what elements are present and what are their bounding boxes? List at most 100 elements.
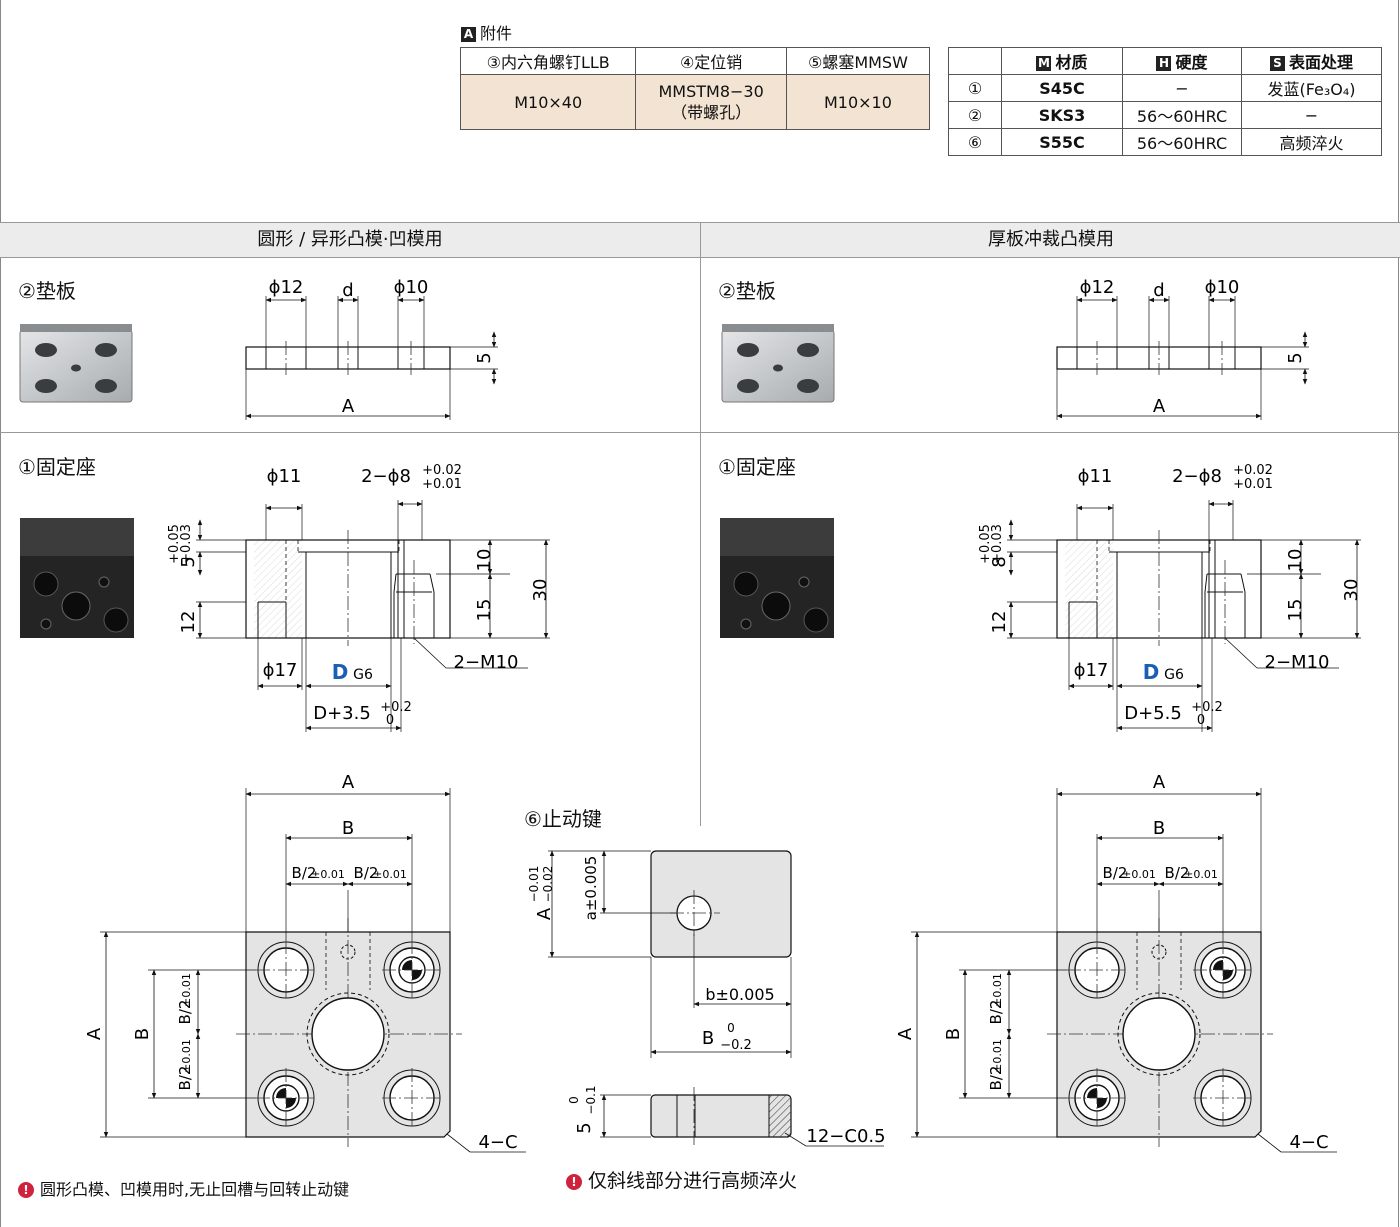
key-top-view bbox=[650, 850, 792, 958]
acc-header-screw: ③内六角螺钉LLB bbox=[459, 47, 637, 75]
dim-pm: ±0.01 bbox=[373, 868, 407, 881]
dim-chamfer: 4−C bbox=[1289, 1132, 1328, 1153]
dim-30: 30 bbox=[530, 579, 551, 602]
dim-pin-holes: 2−ϕ8 bbox=[1172, 466, 1222, 487]
dim-D: D bbox=[332, 660, 349, 684]
dim-pin-tol-up: +0.02 bbox=[1233, 463, 1273, 478]
dim-12: 12 bbox=[989, 611, 1010, 634]
dim-b2: B/2 bbox=[987, 1000, 1005, 1025]
alert-icon: ! bbox=[566, 1174, 582, 1190]
dim-G6: G6 bbox=[353, 667, 373, 683]
dim-counterbore: D+5.5 bbox=[1124, 703, 1182, 724]
dim-A: A bbox=[342, 396, 355, 417]
dim-key-5: 5 bbox=[574, 1122, 595, 1133]
dim-phi11: ϕ11 bbox=[1078, 466, 1113, 487]
dim-b2: B/2 bbox=[292, 864, 317, 882]
dim-b2: B/2 bbox=[1165, 864, 1190, 882]
dim-5: 5 bbox=[474, 352, 495, 363]
holder-photo bbox=[20, 518, 134, 638]
section-divider bbox=[700, 256, 701, 826]
dim-key-B-dn: −0.2 bbox=[720, 1038, 752, 1053]
dim-pm: ±0.01 bbox=[1122, 868, 1156, 881]
dim-pin-tol-dn: +0.01 bbox=[1233, 477, 1273, 492]
label-holder-left: ①固定座 bbox=[18, 455, 96, 479]
dim-cb-tol-dn: 0 bbox=[1197, 713, 1205, 728]
dim-key-chamfer: 12−C0.5 bbox=[806, 1126, 885, 1147]
alert-icon: ! bbox=[18, 1182, 34, 1198]
dim-key-A-up: −0.01 bbox=[527, 866, 541, 903]
dim-30: 30 bbox=[1341, 579, 1362, 602]
dim-12: 12 bbox=[178, 611, 199, 634]
dim-b2: B/2 bbox=[176, 1066, 194, 1091]
note-left: !圆形凸模、凹模用时,无止回槽与回转止动键 bbox=[18, 1176, 349, 1200]
dim-phi17: ϕ17 bbox=[1074, 660, 1109, 681]
dim-depth: 5 bbox=[178, 556, 199, 567]
dim-b2: B/2 bbox=[987, 1066, 1005, 1091]
dim-5: 5 bbox=[1285, 352, 1306, 363]
dim-depth-tol-dn: +0.03 bbox=[990, 524, 1005, 564]
dim-phi12: ϕ12 bbox=[1080, 277, 1115, 298]
dim-cb-tol-up: +0.2 bbox=[1191, 700, 1223, 715]
dim-A: A bbox=[895, 1027, 916, 1040]
dim-cb-tol-dn: 0 bbox=[386, 713, 394, 728]
dim-depth-tol-dn: +0.03 bbox=[179, 524, 194, 564]
dim-b2: B/2 bbox=[354, 864, 379, 882]
dim-D: D bbox=[1143, 660, 1160, 684]
backing-plate-photo-right bbox=[721, 324, 835, 403]
dim-B: B bbox=[132, 1028, 153, 1040]
dim-cb-tol-up: +0.2 bbox=[380, 700, 412, 715]
dim-b2: B/2 bbox=[1103, 864, 1128, 882]
acc-value-pin: MMSTM8−30（带螺孔） bbox=[635, 74, 787, 130]
dim-10: 10 bbox=[474, 549, 495, 572]
acc-value-plug: M10×10 bbox=[785, 74, 931, 130]
dim-key-B: B bbox=[702, 1028, 714, 1049]
dim-depth-tol-up: +0.05 bbox=[978, 524, 993, 564]
dim-pm: ±0.01 bbox=[991, 1039, 1004, 1073]
dim-15: 15 bbox=[474, 599, 495, 622]
row-divider bbox=[0, 432, 1400, 433]
dim-phi10: ϕ10 bbox=[1205, 277, 1240, 298]
dim-pm: ±0.01 bbox=[1184, 868, 1218, 881]
dim-phi10: ϕ10 bbox=[394, 277, 429, 298]
note-middle: !仅斜线部分进行高频淬火 bbox=[566, 1166, 797, 1193]
dim-counterbore: D+3.5 bbox=[313, 703, 371, 724]
dim-pm: ±0.01 bbox=[180, 973, 193, 1007]
dim-m10: 2−M10 bbox=[1265, 652, 1330, 673]
dim-A: A bbox=[84, 1027, 105, 1040]
dim-A: A bbox=[1153, 396, 1166, 417]
dim-G6: G6 bbox=[1164, 667, 1184, 683]
dim-B: B bbox=[1153, 818, 1165, 839]
dim-key-B-up: 0 bbox=[727, 1021, 735, 1035]
dim-key-5-up: 0 bbox=[567, 1096, 581, 1104]
badge-a: A bbox=[461, 27, 476, 42]
section-header-left: 圆形 / 异形凸模·凹模用 bbox=[0, 222, 700, 258]
acc-header-plug: ⑤螺塞MMSW bbox=[785, 47, 931, 75]
dim-pm: ±0.01 bbox=[180, 1039, 193, 1073]
label-key: ⑥止动键 bbox=[524, 807, 602, 831]
dim-d: d bbox=[1153, 280, 1164, 301]
label-backing-plate-left: ②垫板 bbox=[18, 279, 76, 303]
dim-pin-tol-up: +0.02 bbox=[422, 463, 462, 478]
dim-B: B bbox=[342, 818, 354, 839]
dim-chamfer: 4−C bbox=[478, 1132, 517, 1153]
dim-key-b: b±0.005 bbox=[705, 985, 774, 1004]
dim-10: 10 bbox=[1285, 549, 1306, 572]
dim-depth-tol-up: +0.05 bbox=[167, 524, 182, 564]
dim-A: A bbox=[342, 772, 355, 793]
dim-pm: ±0.01 bbox=[991, 973, 1004, 1007]
dim-key-A: A bbox=[534, 907, 555, 920]
dim-phi12: ϕ12 bbox=[269, 277, 304, 298]
dim-m10: 2−M10 bbox=[454, 652, 519, 673]
dim-b2: B/2 bbox=[176, 1000, 194, 1025]
label-holder-right: ①固定座 bbox=[718, 455, 796, 479]
dim-key-a: a±0.005 bbox=[582, 856, 600, 921]
dim-key-5-dn: −0.1 bbox=[584, 1085, 598, 1114]
